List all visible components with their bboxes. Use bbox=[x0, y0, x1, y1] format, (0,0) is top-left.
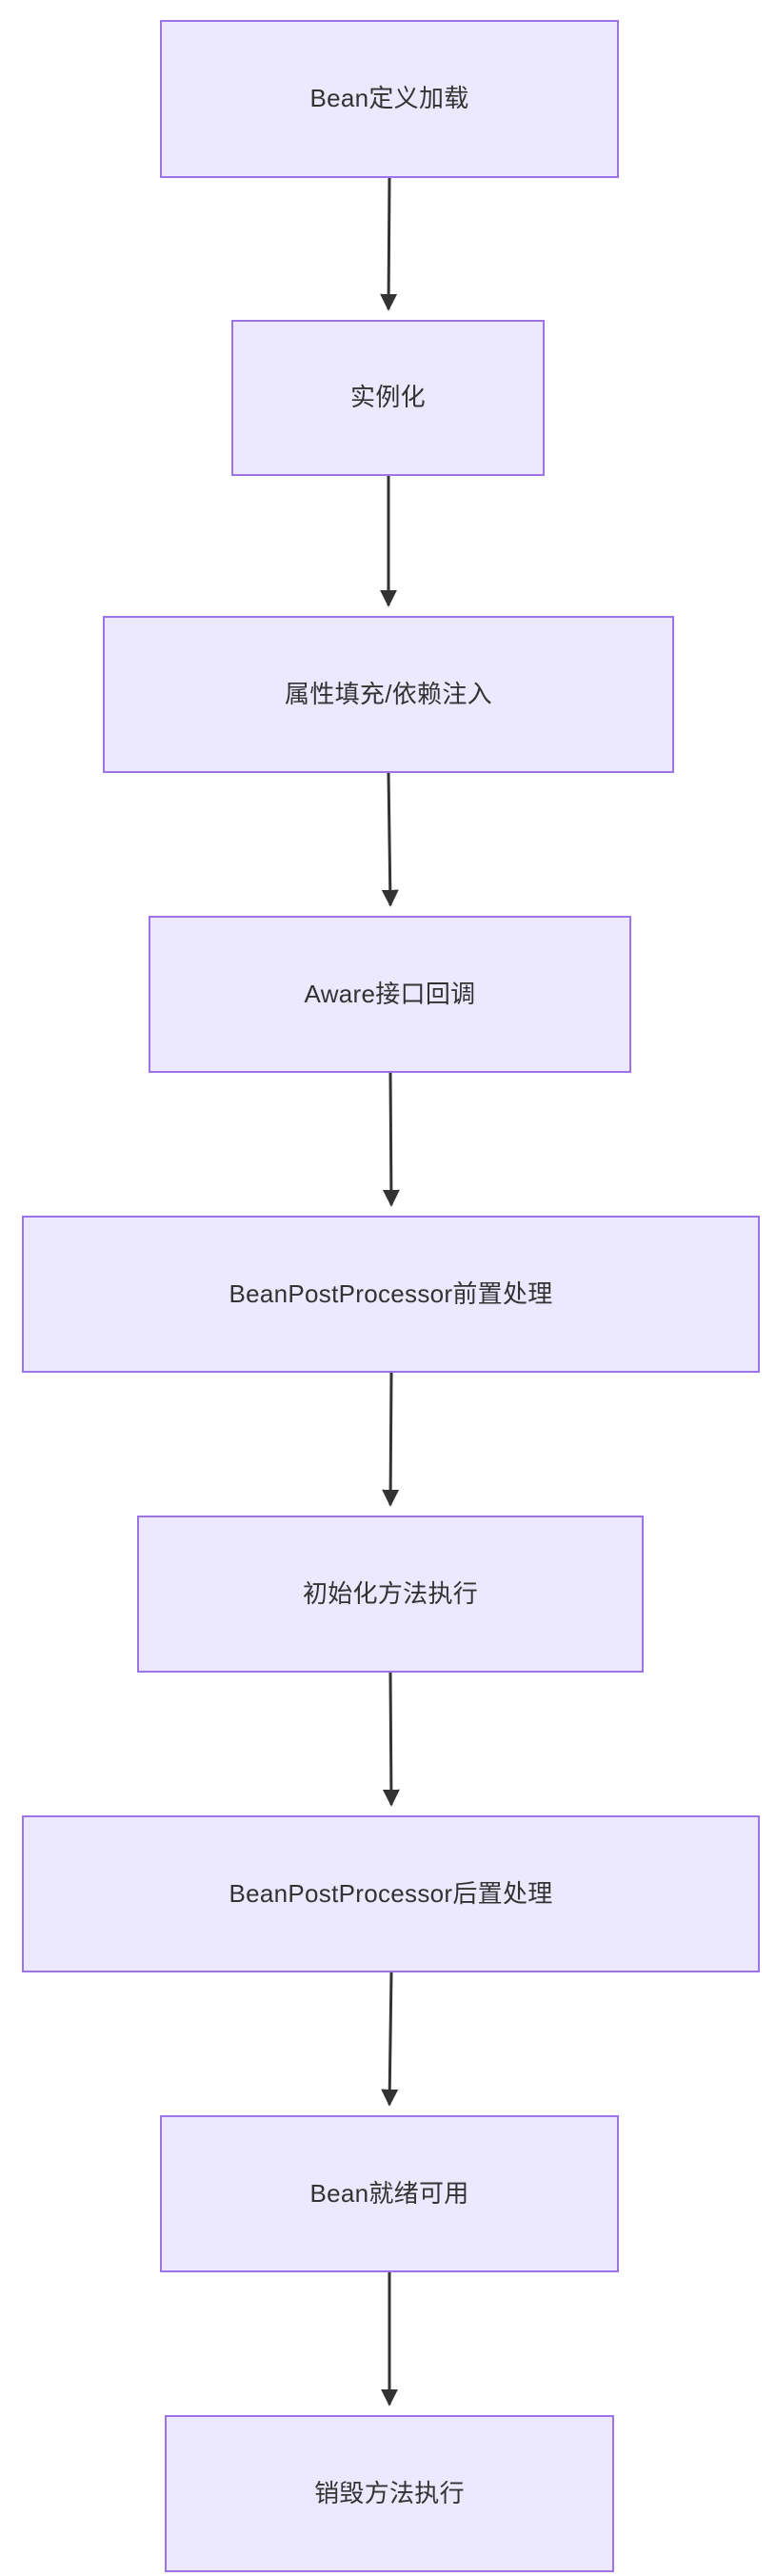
flow-edge bbox=[381, 772, 399, 907]
flow-node-label: 销毁方法执行 bbox=[314, 2478, 465, 2507]
edge-group bbox=[380, 177, 400, 2407]
flow-node-label: BeanPostProcessor前置处理 bbox=[229, 1278, 553, 1308]
flow-node-bean-definition-load[interactable]: Bean定义加载 bbox=[160, 20, 619, 178]
flow-node-label: Bean定义加载 bbox=[309, 84, 469, 113]
flow-node-beanpostprocessor-after[interactable]: BeanPostProcessor后置处理 bbox=[22, 1815, 760, 1972]
flow-node-init-method[interactable]: 初始化方法执行 bbox=[137, 1516, 644, 1673]
flow-node-label: BeanPostProcessor后置处理 bbox=[229, 1878, 553, 1908]
flow-node-label: 实例化 bbox=[350, 383, 426, 412]
flow-node-label: Bean就绪可用 bbox=[309, 2178, 469, 2208]
flow-node-bean-ready[interactable]: Bean就绪可用 bbox=[160, 2115, 619, 2272]
flow-node-beanpostprocessor-before[interactable]: BeanPostProcessor前置处理 bbox=[22, 1216, 760, 1373]
flow-node-destroy-method[interactable]: 销毁方法执行 bbox=[165, 2415, 614, 2572]
flow-node-label: 初始化方法执行 bbox=[302, 1578, 479, 1608]
flow-edge bbox=[382, 1672, 400, 1807]
flow-node-label: 属性填充/依赖注入 bbox=[285, 679, 492, 708]
flow-node-property-population[interactable]: 属性填充/依赖注入 bbox=[103, 616, 674, 773]
flow-edge bbox=[381, 1972, 399, 2107]
flow-edge bbox=[382, 1072, 400, 1207]
flow-edge bbox=[382, 1372, 400, 1507]
flow-node-instantiation[interactable]: 实例化 bbox=[231, 320, 545, 476]
flow-node-aware-callback[interactable]: Aware接口回调 bbox=[149, 916, 631, 1073]
flow-edge bbox=[380, 177, 398, 311]
flow-node-label: Aware接口回调 bbox=[304, 979, 476, 1008]
